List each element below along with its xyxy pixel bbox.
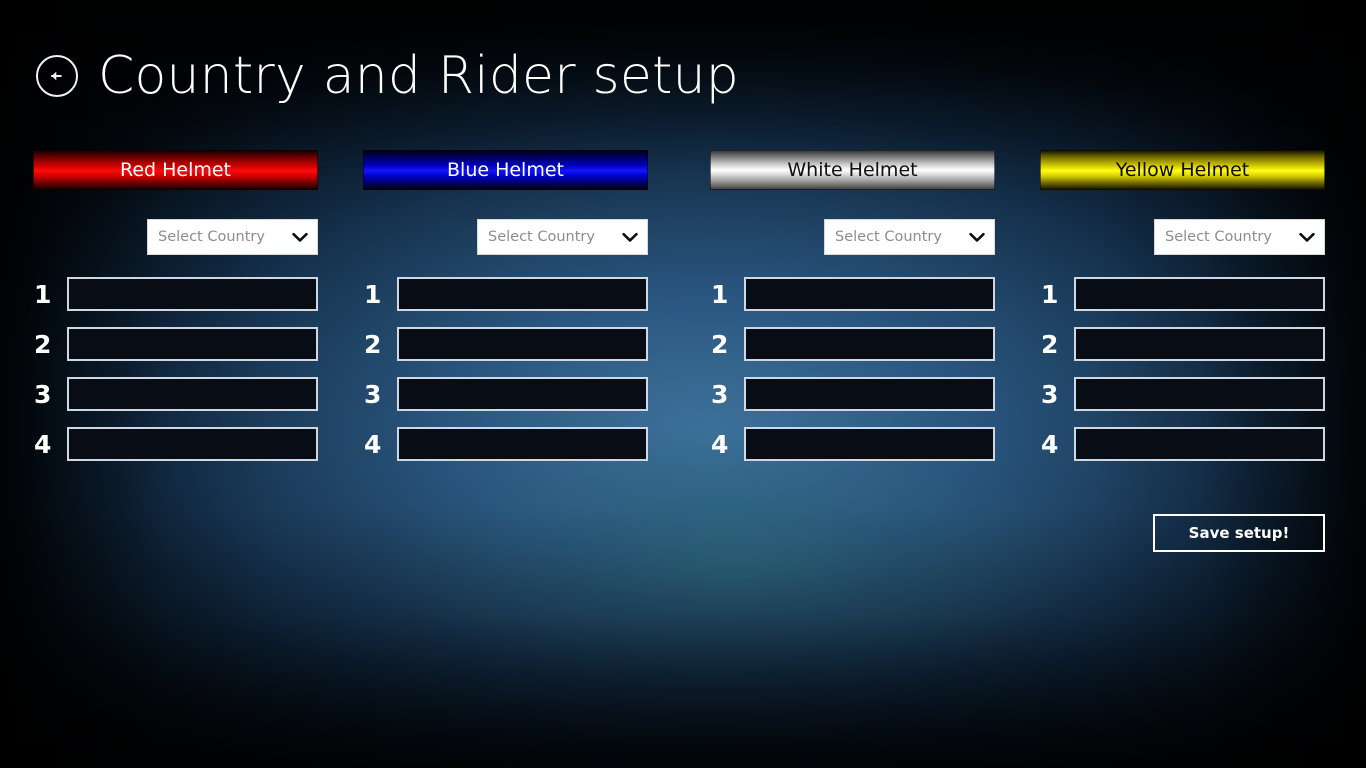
save-setup-button[interactable]: Save setup! [1153, 514, 1325, 552]
country-select-value-yellow: Select Country [1165, 229, 1272, 245]
helmet-label-blue: Blue Helmet [447, 159, 564, 181]
helmet-label-white: White Helmet [787, 159, 918, 181]
rider-number: 4 [364, 429, 382, 459]
rider-name-input[interactable] [1074, 277, 1325, 311]
page-title: Country and Rider setup [98, 46, 739, 106]
country-select-yellow[interactable]: Select Country [1154, 219, 1325, 255]
rider-list-yellow: 1 2 3 4 [1040, 277, 1325, 461]
rider-name-input[interactable] [67, 277, 318, 311]
rider-number: 1 [711, 279, 729, 309]
country-row-white: Select Country [710, 219, 995, 255]
rider-row: 2 [363, 327, 648, 361]
helmet-column-red: Red Helmet Select Country 1 2 [33, 150, 318, 461]
country-row-yellow: Select Country [1040, 219, 1325, 255]
rider-row: 2 [1040, 327, 1325, 361]
rider-number: 4 [711, 429, 729, 459]
chevron-down-icon [292, 232, 308, 243]
back-arrow-circle-icon[interactable] [36, 55, 78, 97]
rider-list-white: 1 2 3 4 [710, 277, 995, 461]
helmet-header-yellow[interactable]: Yellow Helmet [1040, 150, 1325, 190]
rider-number: 1 [364, 279, 382, 309]
country-row-red: Select Country [33, 219, 318, 255]
country-select-red[interactable]: Select Country [147, 219, 318, 255]
save-setup-label: Save setup! [1188, 524, 1290, 542]
rider-number: 4 [34, 429, 52, 459]
rider-number: 3 [364, 379, 382, 409]
rider-number: 2 [364, 329, 382, 359]
rider-number: 3 [1041, 379, 1059, 409]
rider-number: 3 [34, 379, 52, 409]
country-select-value-red: Select Country [158, 229, 265, 245]
rider-row: 3 [33, 377, 318, 411]
rider-row: 1 [1040, 277, 1325, 311]
country-select-value-blue: Select Country [488, 229, 595, 245]
rider-list-blue: 1 2 3 4 [363, 277, 648, 461]
rider-name-input[interactable] [397, 427, 648, 461]
rider-number: 2 [711, 329, 729, 359]
rider-list-red: 1 2 3 4 [33, 277, 318, 461]
country-select-value-white: Select Country [835, 229, 942, 245]
rider-name-input[interactable] [397, 277, 648, 311]
rider-row: 3 [710, 377, 995, 411]
rider-number: 1 [34, 279, 52, 309]
rider-number: 4 [1041, 429, 1059, 459]
helmet-column-white: White Helmet Select Country 1 2 [710, 150, 995, 461]
rider-row: 1 [33, 277, 318, 311]
rider-row: 1 [710, 277, 995, 311]
rider-number: 2 [34, 329, 52, 359]
rider-name-input[interactable] [744, 427, 995, 461]
country-select-blue[interactable]: Select Country [477, 219, 648, 255]
rider-name-input[interactable] [1074, 427, 1325, 461]
helmet-header-red[interactable]: Red Helmet [33, 150, 318, 190]
country-select-white[interactable]: Select Country [824, 219, 995, 255]
rider-number: 1 [1041, 279, 1059, 309]
rider-name-input[interactable] [744, 327, 995, 361]
rider-row: 4 [33, 427, 318, 461]
rider-name-input[interactable] [744, 377, 995, 411]
rider-row: 2 [33, 327, 318, 361]
rider-row: 4 [1040, 427, 1325, 461]
rider-row: 2 [710, 327, 995, 361]
rider-row: 4 [363, 427, 648, 461]
rider-number: 2 [1041, 329, 1059, 359]
rider-name-input[interactable] [397, 327, 648, 361]
country-row-blue: Select Country [363, 219, 648, 255]
rider-name-input[interactable] [67, 427, 318, 461]
helmet-header-blue[interactable]: Blue Helmet [363, 150, 648, 190]
helmet-header-white[interactable]: White Helmet [710, 150, 995, 190]
chevron-down-icon [1299, 232, 1315, 243]
rider-name-input[interactable] [397, 377, 648, 411]
helmet-column-yellow: Yellow Helmet Select Country 1 2 [1040, 150, 1325, 461]
rider-name-input[interactable] [1074, 377, 1325, 411]
rider-row: 1 [363, 277, 648, 311]
rider-name-input[interactable] [67, 377, 318, 411]
rider-name-input[interactable] [1074, 327, 1325, 361]
helmet-label-yellow: Yellow Helmet [1115, 159, 1250, 181]
rider-name-input[interactable] [67, 327, 318, 361]
chevron-down-icon [622, 232, 638, 243]
rider-row: 3 [363, 377, 648, 411]
chevron-down-icon [969, 232, 985, 243]
rider-number: 3 [711, 379, 729, 409]
rider-row: 3 [1040, 377, 1325, 411]
helmet-column-blue: Blue Helmet Select Country 1 2 [363, 150, 648, 461]
helmet-label-red: Red Helmet [119, 159, 232, 181]
page-header: Country and Rider setup [36, 46, 739, 106]
rider-name-input[interactable] [744, 277, 995, 311]
rider-row: 4 [710, 427, 995, 461]
